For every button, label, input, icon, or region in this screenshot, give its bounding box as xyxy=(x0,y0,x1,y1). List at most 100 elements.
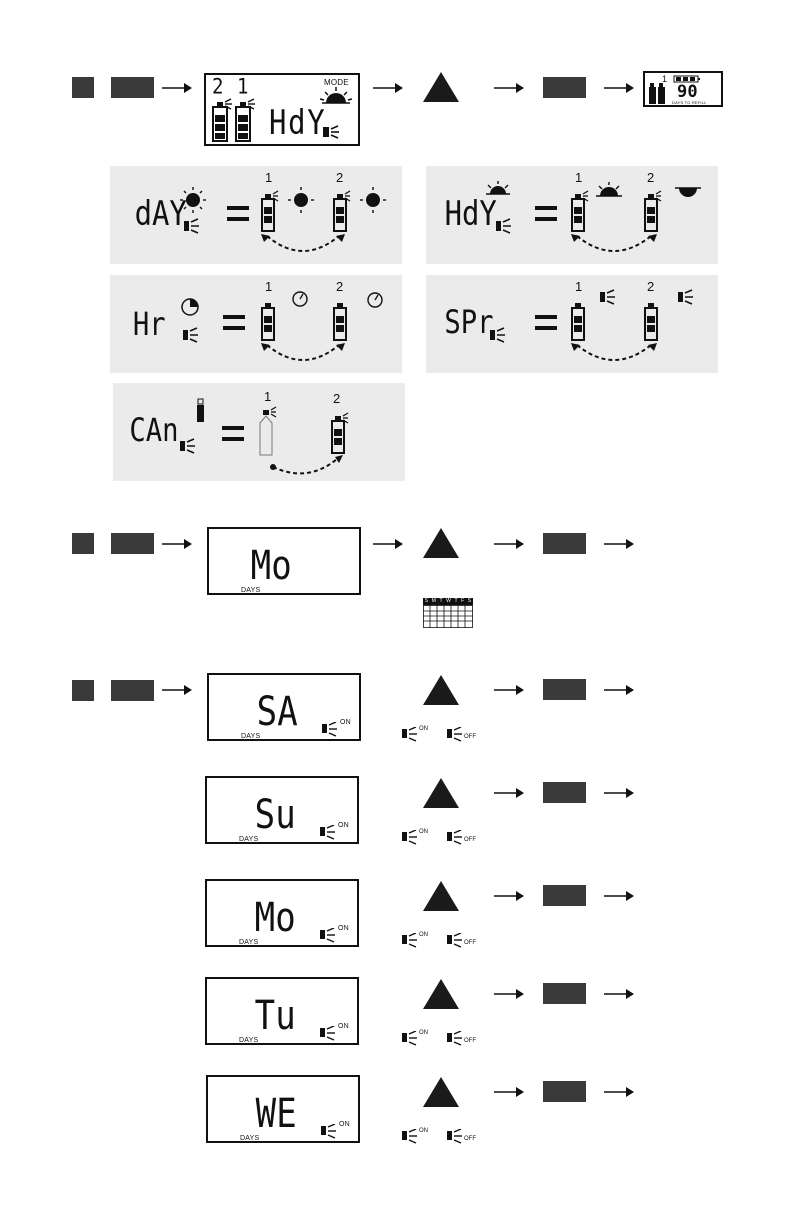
mode-panel-half-day: HdY 1 2 xyxy=(426,166,718,264)
mode-label: MODE xyxy=(324,78,349,87)
mode-code: dAY xyxy=(135,194,187,234)
arrow-icon xyxy=(494,82,524,94)
lcd-day-onoff-display: WE DAYS ON xyxy=(206,1075,360,1143)
calendar-day-letter: T xyxy=(454,598,457,605)
lcd-day-onoff-display: Tu DAYS ON xyxy=(205,977,359,1045)
arrow-icon xyxy=(162,82,192,94)
mode-button[interactable] xyxy=(543,77,586,98)
can-1-label: 1 xyxy=(265,170,272,185)
on-option-label: ON xyxy=(419,829,428,835)
arrow-icon xyxy=(162,684,192,696)
spray-on-icon xyxy=(402,727,418,742)
days-caption: DAYS xyxy=(240,1135,259,1142)
can-1-label: 1 xyxy=(264,389,271,404)
mode-button[interactable] xyxy=(543,679,586,700)
spray-icon xyxy=(322,722,338,737)
on-off-options: ON OFF xyxy=(402,1030,502,1046)
up-button[interactable] xyxy=(423,675,459,705)
arrow-icon xyxy=(494,890,524,902)
arrow-icon xyxy=(494,787,524,799)
lcd-day-display: Mo DAYS xyxy=(207,527,361,595)
mode-button[interactable] xyxy=(543,533,586,554)
can-1-label: 1 xyxy=(575,170,582,185)
off-option-label: OFF xyxy=(464,1038,476,1044)
off-option-label: OFF xyxy=(464,837,476,843)
arrow-icon xyxy=(373,82,403,94)
days-caption: DAYS xyxy=(241,733,260,740)
spray-state: ON xyxy=(338,822,349,829)
arrow-icon xyxy=(604,890,634,902)
spray-on-icon xyxy=(402,1031,418,1046)
spray-off-icon xyxy=(447,1031,463,1046)
mode-button[interactable] xyxy=(543,782,586,803)
day-value: Mo xyxy=(255,895,296,941)
arrow-icon xyxy=(162,538,192,550)
off-option-label: OFF xyxy=(464,940,476,946)
arrow-icon xyxy=(604,538,634,550)
spray-on-icon xyxy=(402,1129,418,1144)
spray-state: ON xyxy=(338,925,349,932)
up-button[interactable] xyxy=(423,979,459,1009)
refill-can-number: 1 xyxy=(662,74,667,84)
mode-panel-can: CAn 1 2 xyxy=(113,383,405,481)
on-option-label: ON xyxy=(419,1128,428,1134)
spray-off-icon xyxy=(447,727,463,742)
refill-days-value: 90 xyxy=(677,82,698,102)
on-off-options: ON OFF xyxy=(402,1128,502,1144)
spray-on-icon xyxy=(402,933,418,948)
mode-button[interactable] xyxy=(543,885,586,906)
arrow-icon xyxy=(373,538,403,550)
on-off-options: ON OFF xyxy=(402,932,502,948)
up-button[interactable] xyxy=(423,881,459,911)
mode-panel-day: dAY 1 2 xyxy=(110,166,402,264)
spray-icon xyxy=(320,825,336,840)
sun-icon xyxy=(288,187,314,213)
days-caption: DAYS xyxy=(239,836,258,843)
can-2-label: 2 xyxy=(647,170,654,185)
spray-icon xyxy=(320,928,336,943)
can-1-label: 1 xyxy=(575,279,582,294)
on-off-options: ON OFF xyxy=(402,726,502,742)
up-button[interactable] xyxy=(423,72,459,102)
can-2-label: 2 xyxy=(336,170,343,185)
mode-button[interactable] xyxy=(111,77,154,98)
spray-state: ON xyxy=(340,719,351,726)
mode-button[interactable] xyxy=(111,680,154,701)
up-button[interactable] xyxy=(423,778,459,808)
refill-caption: DAYS TO REFILL xyxy=(672,100,707,105)
mode-value: HdY xyxy=(269,103,326,143)
spray-icon xyxy=(321,1124,337,1139)
lcd-mode-display: 2 1 MODE HdY xyxy=(204,73,360,146)
calendar-day-letter: F xyxy=(461,598,464,605)
up-button[interactable] xyxy=(423,1077,459,1107)
calendar-day-letter: S xyxy=(425,598,428,605)
days-caption: DAYS xyxy=(239,1037,258,1044)
can-number-1: 1 xyxy=(237,75,249,99)
day-value: WE xyxy=(256,1091,297,1137)
off-option-label: OFF xyxy=(464,1136,476,1142)
mode-code: CAn xyxy=(129,411,178,449)
arrow-icon xyxy=(604,82,634,94)
arrow-icon xyxy=(494,988,524,1000)
mode-panel-spray: SPr 1 2 xyxy=(426,275,718,373)
can-2-label: 2 xyxy=(336,279,343,294)
day-value: SA xyxy=(257,689,298,735)
up-button[interactable] xyxy=(423,528,459,558)
step-2-marker xyxy=(72,533,94,554)
calendar-day-letter: S xyxy=(468,598,471,605)
lcd-day-onoff-display: Su DAYS ON xyxy=(205,776,359,844)
mode-button[interactable] xyxy=(543,1081,586,1102)
off-option-label: OFF xyxy=(464,734,476,740)
mode-code: SPr xyxy=(444,303,493,341)
can-1-label: 1 xyxy=(265,279,272,294)
can-2-label: 2 xyxy=(647,279,654,294)
calendar-day-letter: T xyxy=(440,598,443,605)
arrow-icon xyxy=(604,988,634,1000)
spray-icon xyxy=(320,1026,336,1041)
step-3-marker xyxy=(72,680,94,701)
mode-button[interactable] xyxy=(111,533,154,554)
spray-off-icon xyxy=(447,830,463,845)
mode-button[interactable] xyxy=(543,983,586,1004)
mode-panel-hour: Hr 1 2 xyxy=(110,275,402,373)
